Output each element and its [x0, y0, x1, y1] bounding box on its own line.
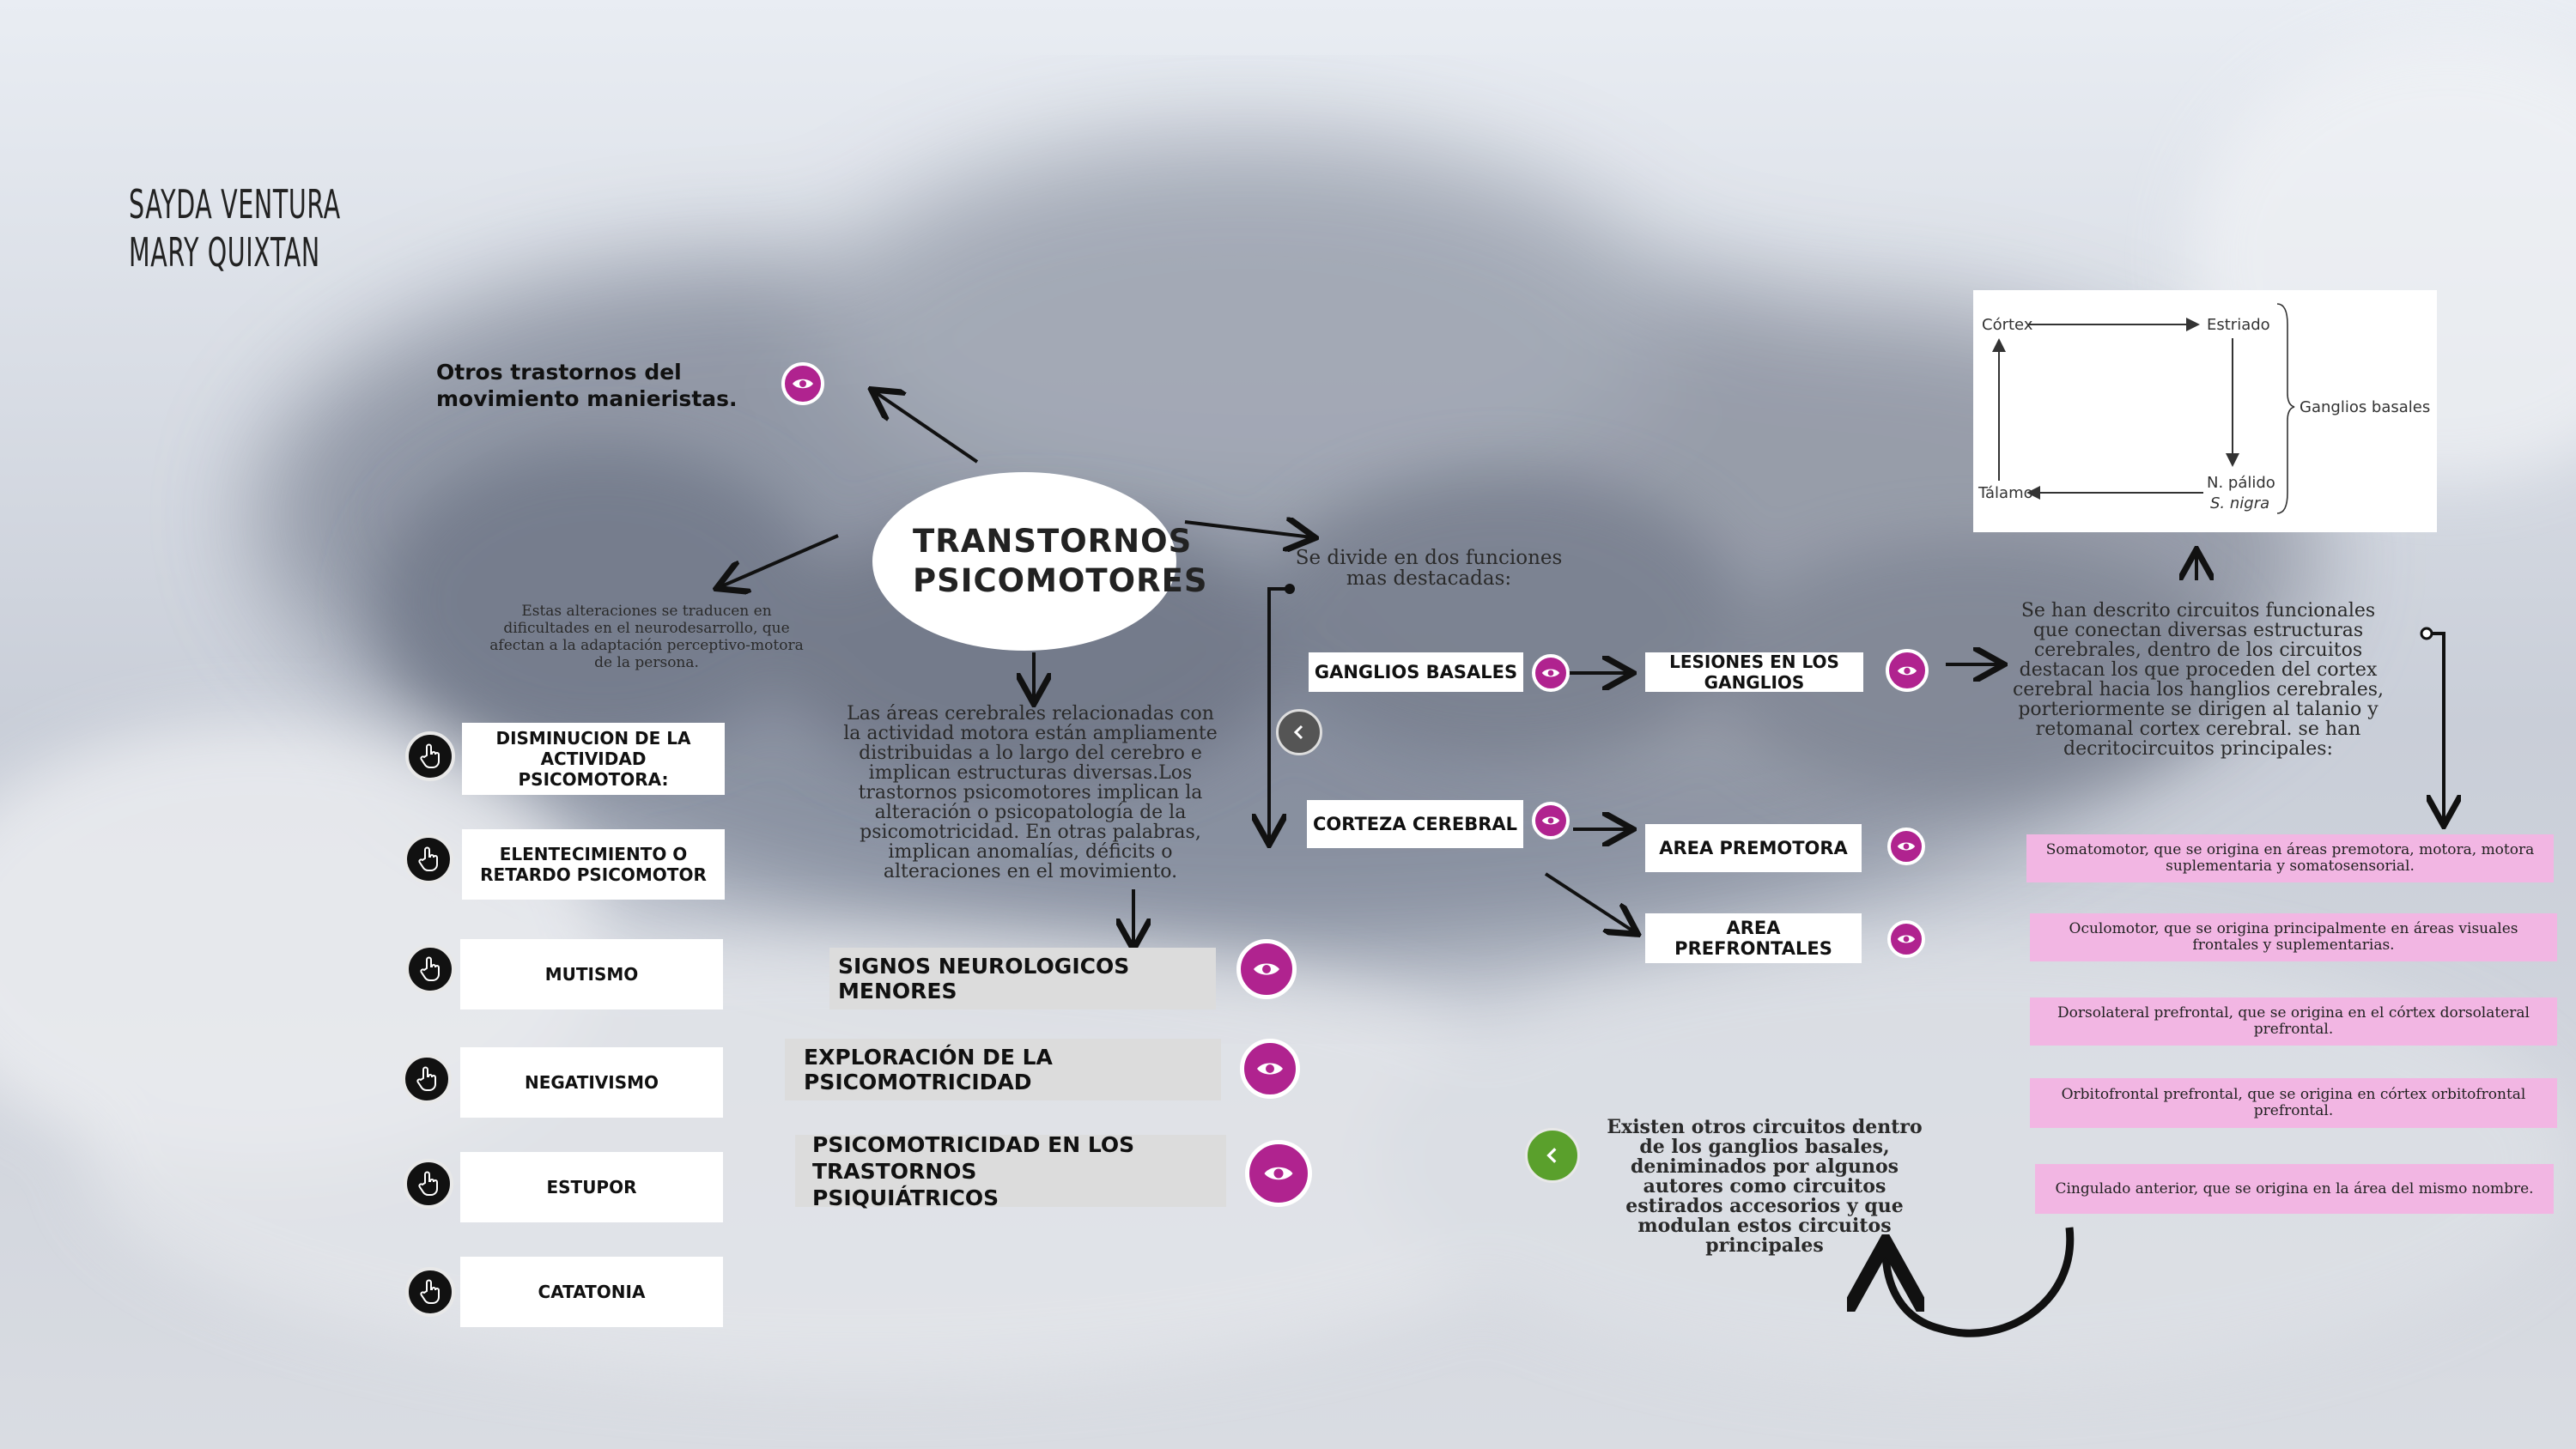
previous-nav-button[interactable]: [1276, 709, 1322, 755]
left-item-2[interactable]: ELENTECIMIENTO O RETARDO PSICOMOTOR: [462, 829, 725, 900]
hand-button-2[interactable]: [404, 834, 453, 884]
center-item-3[interactable]: PSICOMOTRICIDAD EN LOS TRASTORNOS PSIQUI…: [795, 1132, 1226, 1210]
circuits-note: Se han descrito circuitos funcionales qu…: [2012, 600, 2384, 760]
hand-pointer-icon: [420, 1279, 440, 1304]
central-topic-title: TRANSTORNOS PSICOMOTORES: [913, 523, 1208, 599]
center-item-3-label: PSICOMOTRICIDAD EN LOS TRASTORNOS PSIQUI…: [812, 1131, 1135, 1210]
eye-icon: [1897, 666, 1917, 675]
hand-button-4[interactable]: [402, 1054, 452, 1104]
eye-button-prefrontal[interactable]: [1887, 920, 1925, 958]
hand-button-3[interactable]: [405, 944, 455, 994]
circuit-item-5: Cingulado anterior, que se origina en la…: [2035, 1164, 2554, 1214]
eye-button-basal-ganglia[interactable]: [1532, 654, 1570, 692]
diagram-thalamus: Tálamo: [1978, 484, 2033, 502]
left-item-6-label: CATATONIA: [538, 1282, 646, 1302]
cortex-item-prefrontal-label: AREA PREFRONTALES: [1674, 918, 1832, 959]
circuit-item-2: Oculomotor, que se origina principalment…: [2030, 913, 2557, 961]
circuit-item-4-label: Orbitofrontal prefrontal, que se origina…: [2061, 1086, 2526, 1119]
left-item-4[interactable]: NEGATIVISMO: [460, 1047, 723, 1118]
eye-button-center-3[interactable]: [1245, 1140, 1312, 1207]
eye-icon: [1897, 842, 1916, 851]
center-item-2[interactable]: EXPLORACIÓN DE LA PSICOMOTRICIDAD: [785, 1039, 1221, 1100]
left-item-5[interactable]: ESTUPOR: [460, 1152, 723, 1222]
author-1: SAYDA VENTURA: [129, 181, 341, 227]
hand-pointer-icon: [420, 743, 440, 768]
other-disorders-label: Otros trastornos del movimiento manieris…: [436, 360, 738, 411]
eye-icon: [1264, 1167, 1293, 1180]
lesions-box[interactable]: LESIONES EN LOS GANGLIOS: [1645, 652, 1863, 693]
circuit-item-3: Dorsolateral prefrontal, que se origina …: [2030, 997, 2557, 1046]
neurodevelopment-note: Estas alteraciones se traducen en dificu…: [489, 603, 804, 671]
chevron-left-icon: [1546, 1148, 1557, 1163]
divide-label: Se divide en dos funciones mas destacada…: [1295, 547, 1563, 590]
circuit-item-2-label: Oculomotor, que se origina principalment…: [2069, 920, 2518, 954]
back-button[interactable]: [1525, 1128, 1580, 1183]
hand-button-5[interactable]: [404, 1159, 453, 1209]
hand-button-6[interactable]: [405, 1267, 455, 1317]
eye-button-center-2[interactable]: [1240, 1039, 1300, 1099]
cortex-item-prefrontal[interactable]: AREA PREFRONTALES: [1645, 913, 1862, 963]
hand-pointer-icon: [416, 1066, 436, 1091]
author-2: MARY QUIXTAN: [129, 229, 320, 276]
chevron-left-icon: [1293, 724, 1303, 740]
cortex-item-premotor[interactable]: AREA PREMOTORA: [1645, 824, 1862, 872]
left-item-3[interactable]: MUTISMO: [460, 939, 723, 1009]
other-circuits-note: Existen otros circuitos dentro de los ga…: [1607, 1116, 1923, 1257]
eye-icon: [1257, 1063, 1283, 1075]
function-basal-ganglia-label: GANGLIOS BASALES: [1314, 662, 1518, 682]
eye-icon: [1254, 963, 1279, 975]
diagram-pallidus: N. pálido: [2207, 474, 2275, 492]
eye-button-premotor[interactable]: [1887, 828, 1925, 865]
eye-icon: [1541, 669, 1560, 677]
circuit-item-1: Somatomotor, que se origina en áreas pre…: [2026, 834, 2554, 882]
eye-icon: [1897, 935, 1916, 943]
eye-button-lesions[interactable]: [1886, 649, 1929, 692]
authors: SAYDA VENTURA MARY QUIXTAN: [129, 180, 341, 276]
left-item-1-label: DISMINUCION DE LA ACTIVIDAD PSICOMOTORA:: [495, 728, 691, 790]
left-item-5-label: ESTUPOR: [546, 1177, 637, 1197]
diagram-striatum: Estriado: [2207, 316, 2270, 334]
eye-button-other-disorders[interactable]: [781, 362, 824, 405]
eye-icon: [1541, 816, 1560, 825]
circuit-item-3-label: Dorsolateral prefrontal, que se origina …: [2057, 1004, 2530, 1038]
left-item-1[interactable]: DISMINUCION DE LA ACTIVIDAD PSICOMOTORA:: [462, 723, 725, 795]
central-topic-node[interactable]: TRANSTORNOS PSICOMOTORES: [872, 472, 1208, 651]
left-item-4-label: NEGATIVISMO: [524, 1072, 659, 1093]
function-cerebral-cortex-label: CORTEZA CEREBRAL: [1312, 814, 1518, 834]
center-item-1[interactable]: SIGNOS NEUROLOGICOS MENORES: [829, 948, 1216, 1009]
eye-icon: [793, 379, 813, 389]
diagram-cortex: Córtex: [1982, 316, 2033, 334]
circuit-item-1-label: Somatomotor, que se origina en áreas pre…: [2045, 841, 2535, 875]
function-cerebral-cortex[interactable]: CORTEZA CEREBRAL: [1307, 800, 1523, 848]
center-item-1-label: SIGNOS NEUROLOGICOS MENORES: [838, 954, 1130, 1003]
diagram-nigra: S. nigra: [2210, 494, 2269, 512]
brain-areas-note: Las áreas cerebrales relacionadas con la…: [843, 703, 1218, 882]
left-item-6[interactable]: CATATONIA: [460, 1257, 723, 1327]
circuit-item-5-label: Cingulado anterior, que se origina en la…: [2055, 1179, 2534, 1197]
circuit-item-4: Orbitofrontal prefrontal, que se origina…: [2030, 1078, 2557, 1128]
circuit-diagram: Córtex Estriado Ganglios basales Tálamo …: [1978, 303, 2430, 514]
hand-button-1[interactable]: [405, 731, 455, 781]
hand-pointer-icon: [420, 956, 440, 981]
left-item-3-label: MUTISMO: [544, 964, 639, 985]
hand-pointer-icon: [418, 846, 438, 871]
eye-button-cerebral-cortex[interactable]: [1532, 802, 1570, 840]
basal-ganglia-circuit-image: Córtex Estriado Ganglios basales Tálamo …: [1973, 290, 2437, 532]
center-item-2-label: EXPLORACIÓN DE LA PSICOMOTRICIDAD: [804, 1045, 1053, 1094]
lesions-label: LESIONES EN LOS GANGLIOS: [1669, 652, 1839, 693]
left-item-2-label: ELENTECIMIENTO O RETARDO PSICOMOTOR: [480, 844, 707, 885]
eye-button-center-1[interactable]: [1236, 939, 1297, 999]
hand-pointer-icon: [418, 1171, 438, 1196]
diagram-basal-ganglia: Ganglios basales: [2300, 398, 2430, 416]
function-basal-ganglia[interactable]: GANGLIOS BASALES: [1309, 652, 1523, 692]
cortex-item-premotor-label: AREA PREMOTORA: [1659, 838, 1848, 858]
